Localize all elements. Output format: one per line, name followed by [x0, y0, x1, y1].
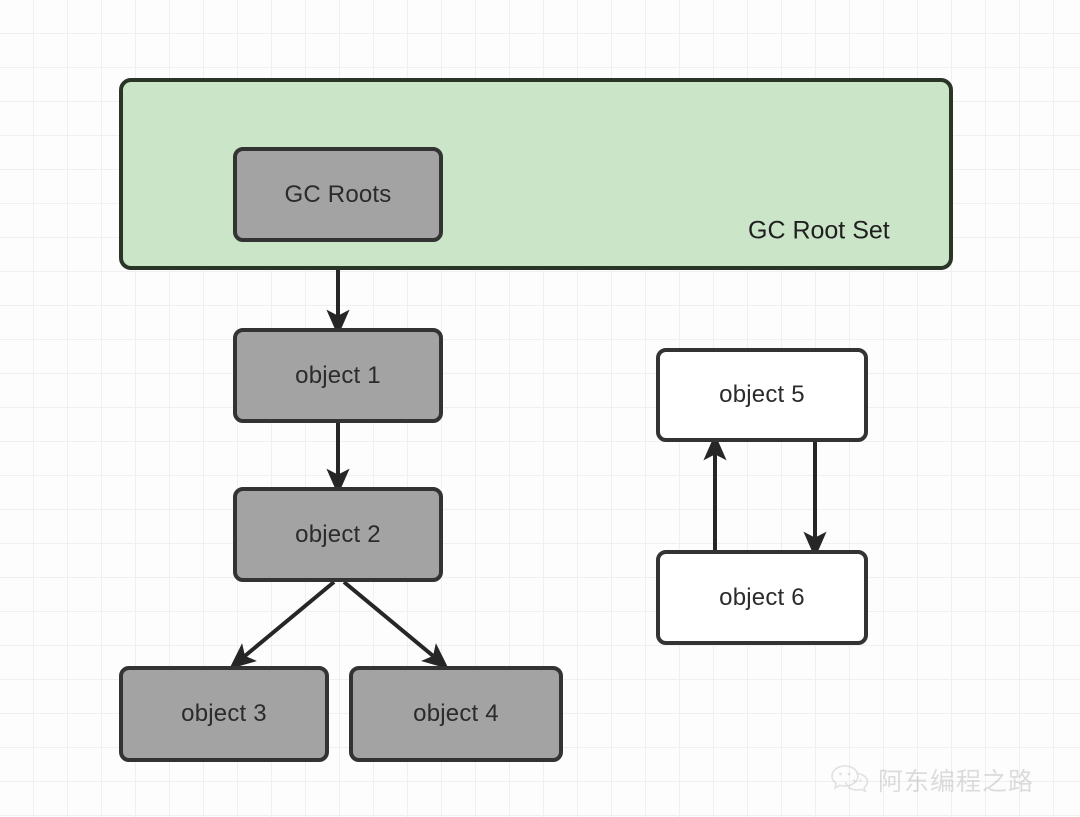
node-object-4[interactable]: object 4 — [349, 666, 563, 762]
node-label: GC Roots — [284, 180, 392, 208]
watermark-text: 阿东编程之路 — [878, 767, 1035, 796]
node-label: object 4 — [413, 700, 499, 727]
node-object-5[interactable]: object 5 — [656, 348, 868, 442]
node-object-6[interactable]: object 6 — [656, 550, 868, 645]
node-object-2[interactable]: object 2 — [233, 487, 443, 582]
gc-root-set-label: GC Root Set — [748, 216, 890, 245]
node-label: object 2 — [295, 520, 381, 548]
node-object-3[interactable]: object 3 — [119, 666, 329, 762]
node-label: object 3 — [181, 700, 267, 727]
watermark: 阿东编程之路 — [830, 762, 1034, 798]
node-gc-roots[interactable]: GC Roots — [233, 147, 443, 242]
node-label: object 6 — [719, 583, 805, 611]
edge-object2-object4 — [342, 580, 449, 669]
node-object-1[interactable]: object 1 — [233, 328, 443, 423]
node-label: object 1 — [295, 361, 381, 389]
edge-object2-object3 — [229, 580, 336, 669]
wechat-bubble-icon — [830, 763, 870, 798]
node-label: object 5 — [719, 381, 805, 408]
